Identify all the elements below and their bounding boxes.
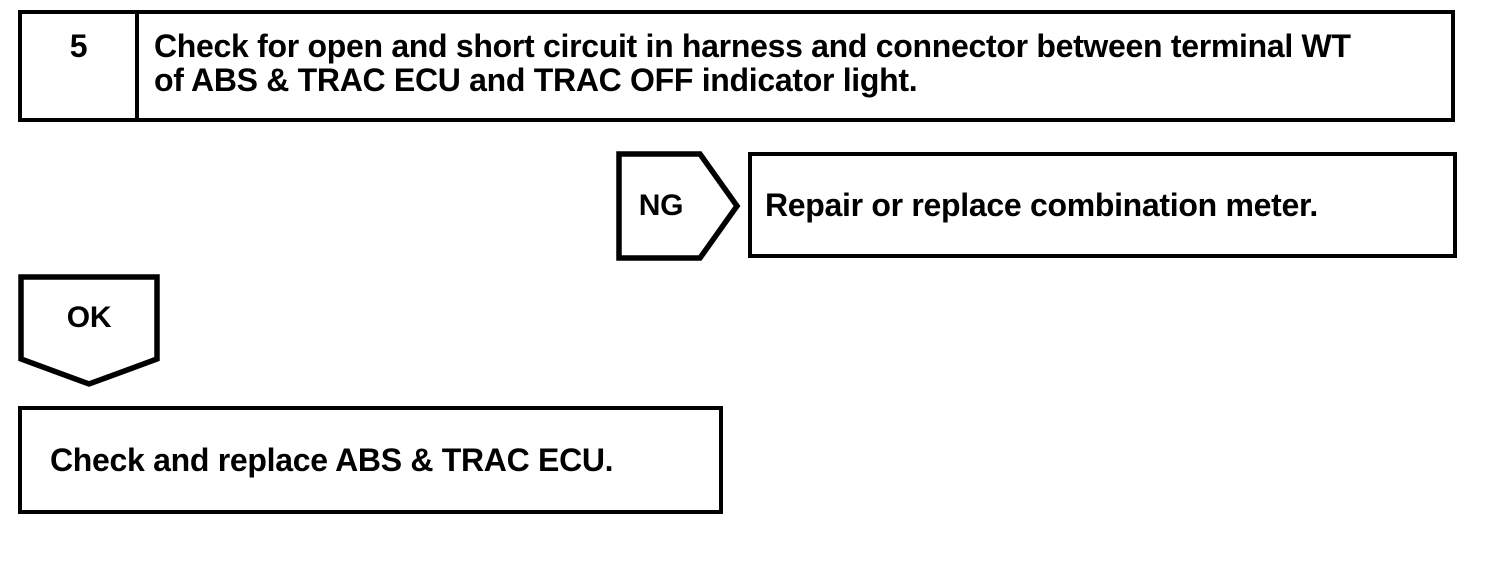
step-instruction-line-2: of ABS & TRAC ECU and TRAC OFF indicator… <box>154 62 918 98</box>
ng-connector-shape <box>616 151 741 261</box>
ok-connector-label: OK <box>66 301 112 334</box>
ok-connector-shape <box>18 274 160 387</box>
step-number: 5 <box>69 28 88 64</box>
ng-action-text: Repair or replace combination meter. <box>765 187 1318 223</box>
ok-action-text: Check and replace ABS & TRAC ECU. <box>50 442 614 478</box>
step-number-cell: 5 <box>22 14 139 118</box>
ok-action-box: Check and replace ABS & TRAC ECU. <box>18 406 723 514</box>
ng-connector-label: NG <box>638 189 684 222</box>
ng-arrow-pentagon <box>616 151 741 261</box>
step-box: 5 Check for open and short circuit in ha… <box>18 10 1455 122</box>
ng-action-box: Repair or replace combination meter. <box>748 152 1457 258</box>
step-instruction: Check for open and short circuit in harn… <box>139 14 1451 118</box>
ok-arrow-pentagon <box>18 274 160 387</box>
step-instruction-line-1: Check for open and short circuit in harn… <box>154 28 1351 64</box>
